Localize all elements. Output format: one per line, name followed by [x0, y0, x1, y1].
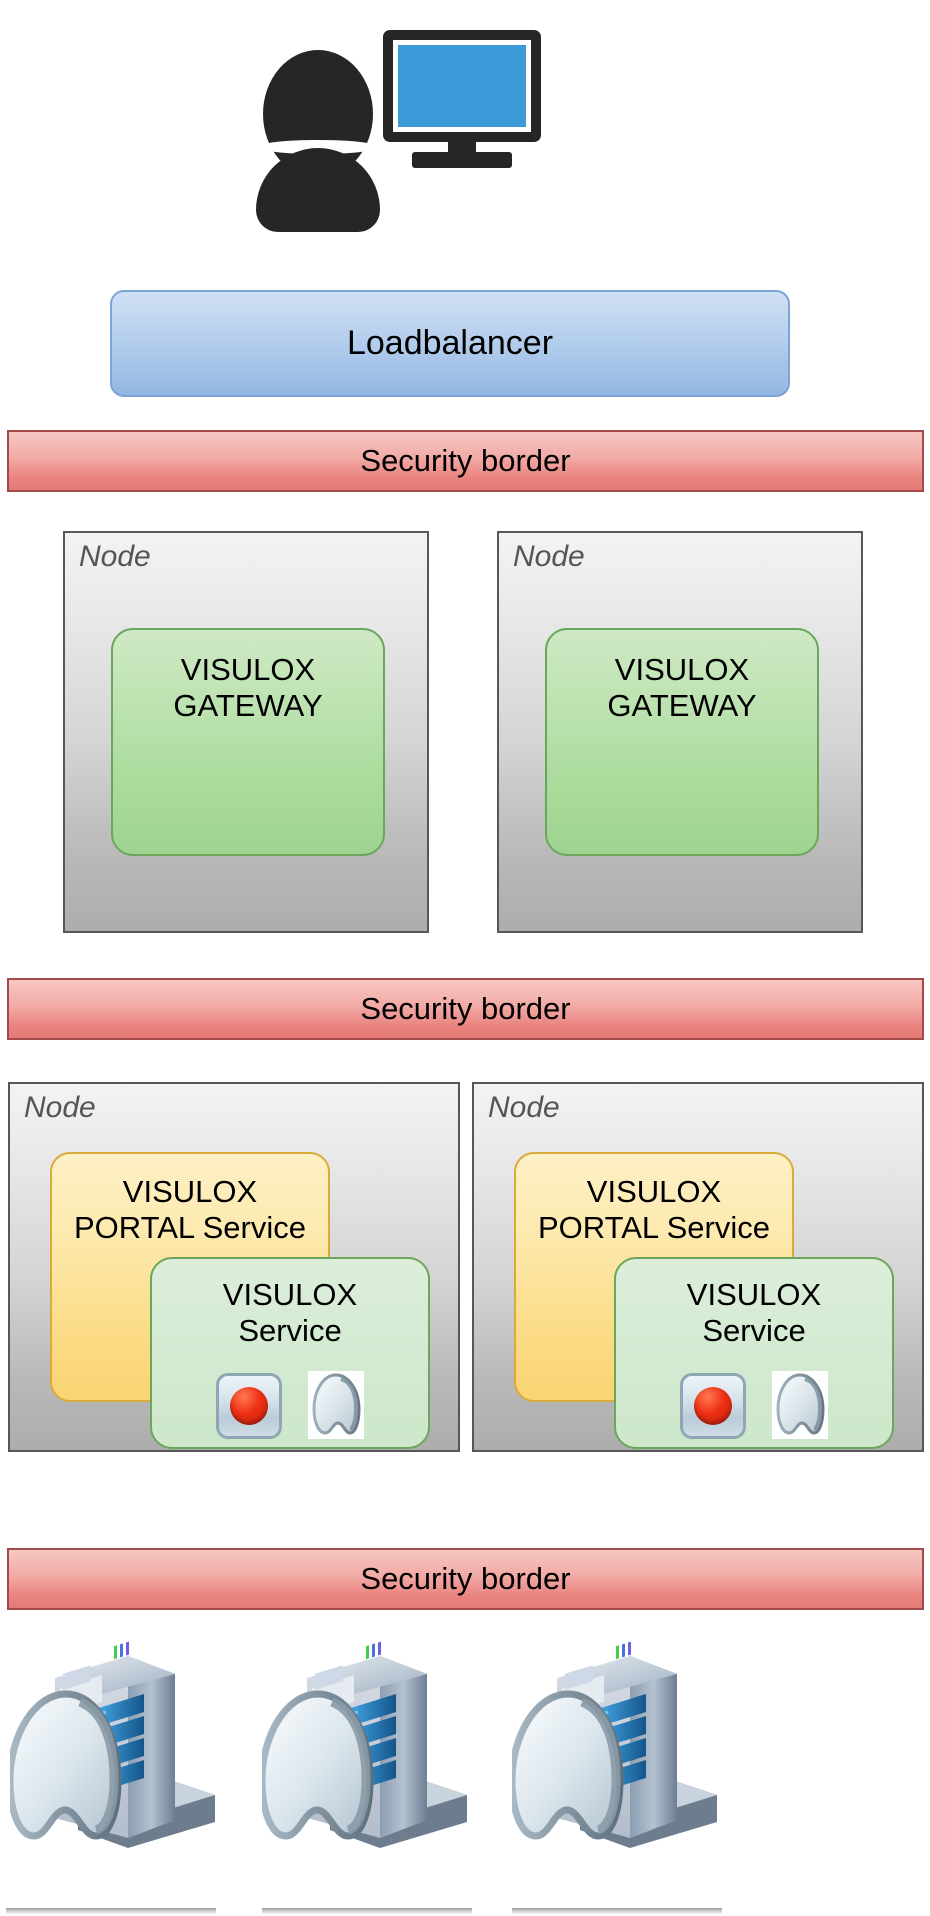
visulox-gateway-component-1: VISULOX GATEWAY — [111, 628, 385, 856]
node-label: Node — [79, 540, 151, 573]
security-border-band-1: Security border — [7, 430, 924, 492]
user-person-body-icon — [256, 148, 380, 232]
monitor-screen — [398, 45, 526, 127]
target-server-2 — [262, 1630, 512, 1880]
server-label-strip-2 — [262, 1908, 472, 1914]
portal-title-line2: PORTAL Service — [537, 1209, 770, 1245]
service-icon-row — [616, 1371, 892, 1439]
visulox-service-1: VISULOX Service — [150, 1257, 430, 1449]
portal-title-line1: VISULOX — [586, 1174, 722, 1209]
portal-title-line1: VISULOX — [122, 1174, 258, 1209]
service-title-line1: VISULOX — [686, 1277, 822, 1312]
user-person-icon-gap — [258, 140, 378, 154]
record-dot — [694, 1387, 732, 1425]
visulox-molar-icon — [308, 1371, 364, 1439]
desktop-monitor-icon — [383, 30, 541, 142]
gateway-title-line1: VISULOX — [180, 652, 316, 687]
node-label: Node — [513, 540, 585, 573]
service-node-2: Node VISULOX PORTAL Service VISULOX Serv… — [472, 1082, 924, 1452]
record-dot — [230, 1387, 268, 1425]
gateway-title-line1: VISULOX — [614, 652, 750, 687]
service-icon-row — [152, 1371, 428, 1439]
monitor-bezel — [393, 40, 531, 132]
gateway-node-2: Node VISULOX GATEWAY — [497, 531, 863, 933]
gateway-title-line2: GATEWAY — [607, 687, 757, 723]
monitor-neck-icon — [448, 140, 476, 154]
service-node-1: Node VISULOX PORTAL Service VISULOX Serv… — [8, 1082, 460, 1452]
record-button-icon — [216, 1373, 282, 1439]
client-workstation — [250, 22, 541, 232]
service-title-line2: Service — [238, 1312, 342, 1348]
service-title-line2: Service — [702, 1312, 806, 1348]
node-label: Node — [24, 1091, 96, 1124]
record-button-icon — [680, 1373, 746, 1439]
security-border-band-2: Security border — [7, 978, 924, 1040]
visulox-gateway-component-2: VISULOX GATEWAY — [545, 628, 819, 856]
server-label-strip-1 — [6, 1908, 216, 1914]
security-border-band-3: Security border — [7, 1548, 924, 1610]
target-server-1 — [10, 1630, 260, 1880]
gateway-title-line2: GATEWAY — [173, 687, 323, 723]
visulox-molar-icon — [772, 1371, 828, 1439]
target-server-3 — [512, 1630, 762, 1880]
node-label: Node — [488, 1091, 560, 1124]
monitor-base-icon — [412, 152, 512, 168]
loadbalancer-node: Loadbalancer — [110, 290, 790, 397]
visulox-service-2: VISULOX Service — [614, 1257, 894, 1449]
gateway-node-1: Node VISULOX GATEWAY — [63, 531, 429, 933]
portal-title-line2: PORTAL Service — [73, 1209, 306, 1245]
server-label-strip-3 — [512, 1908, 722, 1914]
service-title-line1: VISULOX — [222, 1277, 358, 1312]
